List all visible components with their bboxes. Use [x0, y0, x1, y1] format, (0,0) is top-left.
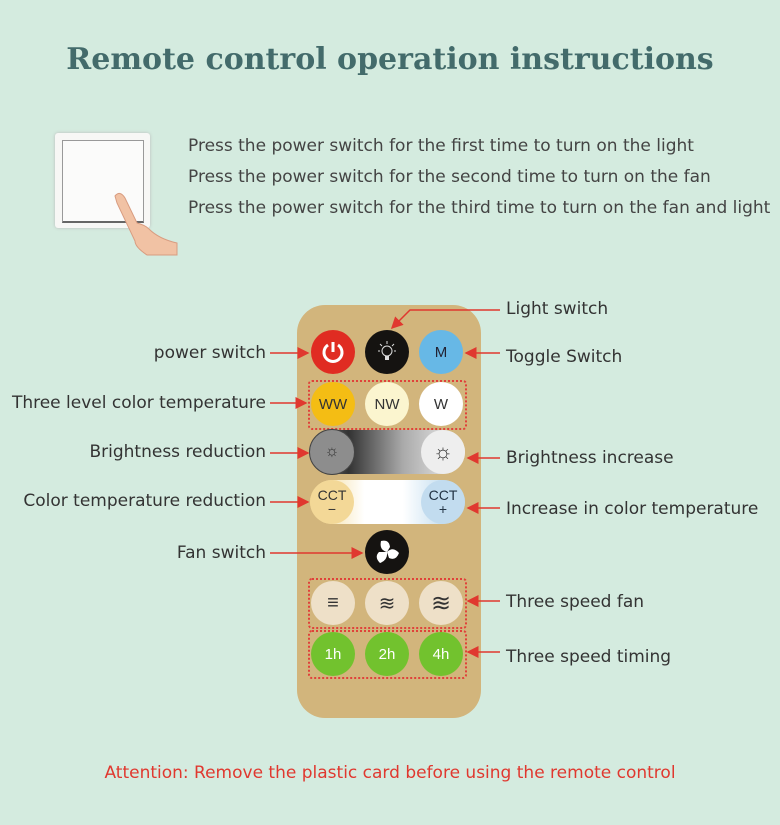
fan-switch-button[interactable]: [365, 530, 409, 574]
cct-label: CCT: [317, 487, 347, 503]
sun-bright-icon: ☼: [432, 439, 454, 464]
instruction-line-2: Press the power switch for the second ti…: [188, 167, 711, 187]
label-light-switch: Light switch: [506, 299, 609, 319]
sun-dim-icon: ☼: [324, 443, 340, 460]
neutral-white-button[interactable]: NW: [365, 382, 409, 426]
cct-up-button[interactable]: CCT+: [421, 480, 465, 524]
fan-speed-low-button[interactable]: ≡: [311, 581, 355, 625]
power-icon: [322, 342, 344, 363]
power-button[interactable]: [311, 330, 355, 374]
fan-speed-group-outline: [308, 578, 467, 629]
label-three-level-color-temp: Three level color temperature: [11, 393, 266, 413]
fan-speed-medium-button[interactable]: ≋: [365, 581, 409, 625]
minus-label: −: [327, 501, 337, 517]
instruction-line-3: Press the power switch for the third tim…: [188, 198, 771, 218]
timer-4h-button[interactable]: 4h: [419, 632, 463, 676]
mode-toggle-button[interactable]: M: [419, 330, 463, 374]
timer-2h-button[interactable]: 2h: [365, 632, 409, 676]
fan-icon: [376, 540, 399, 563]
instruction-line-1: Press the power switch for the first tim…: [188, 136, 694, 156]
timer-1h-button[interactable]: 1h: [311, 632, 355, 676]
label-brightness-reduction: Brightness reduction: [89, 442, 266, 462]
wall-switch-image: [55, 133, 178, 256]
label-toggle-switch: Toggle Switch: [506, 347, 623, 367]
fan-speed-high-icon: ≋: [430, 589, 452, 617]
plus-label: +: [438, 501, 448, 517]
warm-white-button[interactable]: WW: [311, 382, 355, 426]
brightness-up-button[interactable]: ☼: [421, 430, 465, 474]
fan-speed-medium-icon: ≋: [378, 592, 396, 615]
light-switch-button[interactable]: [365, 330, 409, 374]
fan-speed-low-icon: ≡: [327, 591, 339, 614]
label-cct-reduction: Color temperature reduction: [23, 491, 266, 511]
fan-speed-high-button[interactable]: ≋: [419, 581, 463, 625]
brightness-down-button[interactable]: ☼: [309, 429, 355, 475]
attention-note: Attention: Remove the plastic card befor…: [104, 763, 676, 783]
light-bulb-icon: [378, 341, 396, 360]
label-brightness-increase: Brightness increase: [506, 448, 674, 468]
page-title: Remote control operation instructions: [66, 42, 714, 77]
label-three-speed-timing: Three speed timing: [506, 647, 672, 667]
white-button[interactable]: W: [419, 382, 463, 426]
color-temp-group-outline: [308, 380, 467, 430]
cct-down-button[interactable]: CCT−: [310, 480, 354, 524]
timer-group-outline: [308, 630, 467, 679]
label-power-switch: power switch: [153, 343, 266, 363]
label-three-speed-fan: Three speed fan: [506, 592, 645, 612]
cct-label: CCT: [428, 487, 458, 503]
label-fan-switch: Fan switch: [176, 543, 266, 563]
label-cct-increase: Increase in color temperature: [506, 499, 759, 519]
finger-icon: [114, 192, 178, 256]
